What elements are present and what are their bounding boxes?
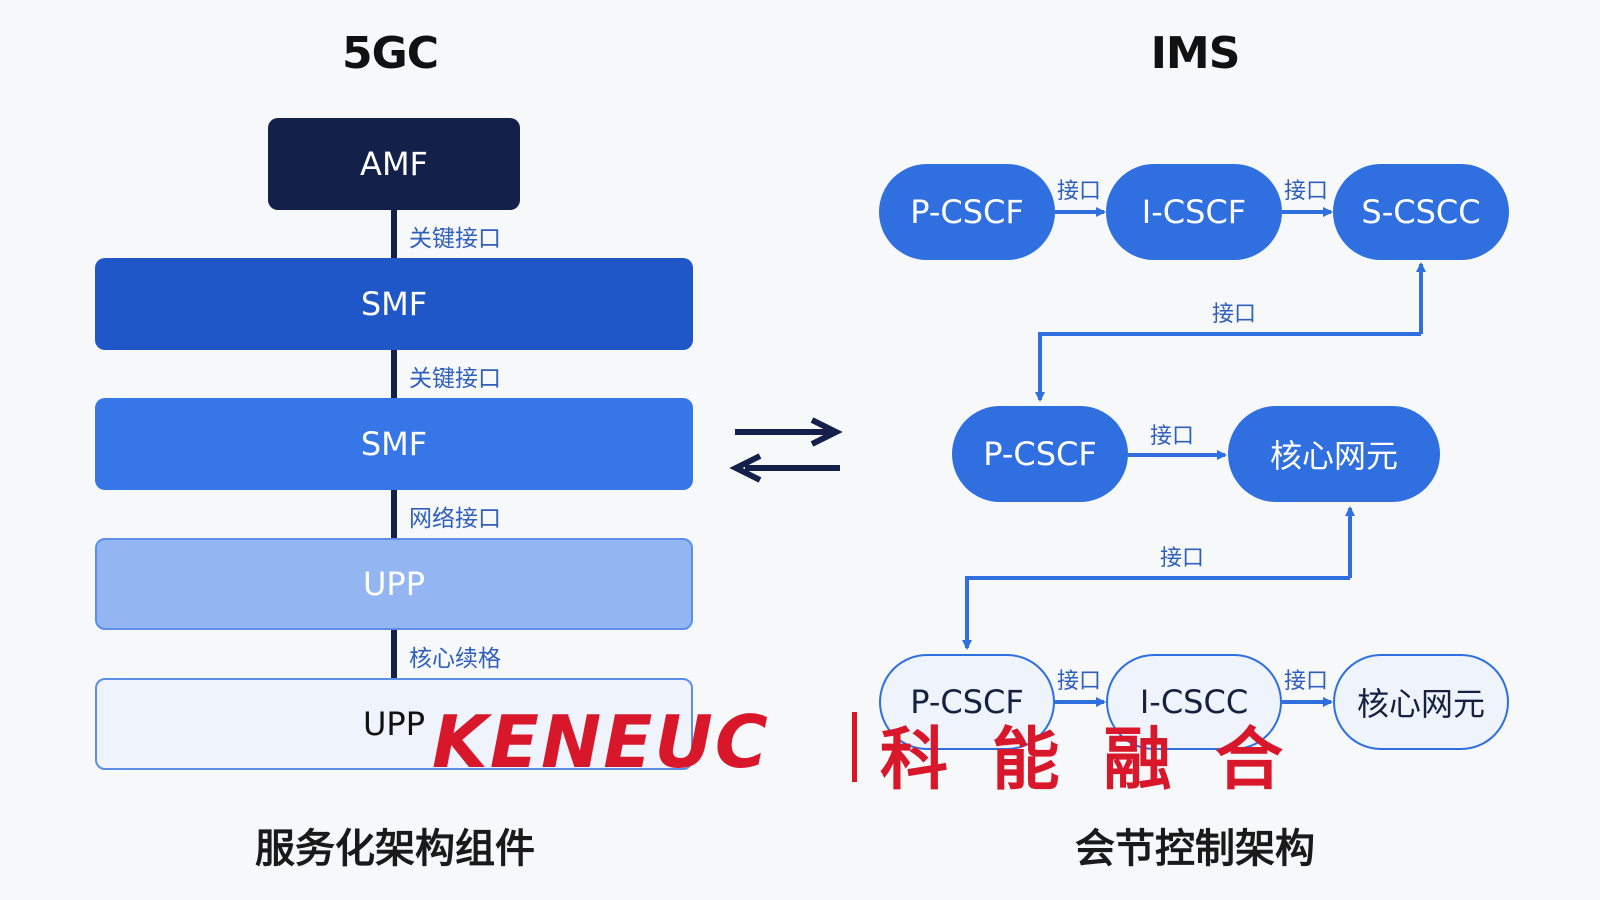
right-caption: 会节控制架构: [1075, 826, 1315, 872]
watermark-brand-logo: KENEUC: [432, 700, 770, 784]
upp-box-2: UPP: [95, 678, 693, 770]
ims-node-p-cscf-1: P-CSCF: [879, 164, 1055, 260]
link-label-key-interface: 关键接口: [409, 226, 501, 252]
interface-label: 接口: [1160, 546, 1205, 571]
left-title: 5GC: [341, 28, 439, 79]
left-caption: 服务化架构组件: [255, 826, 535, 872]
interface-label: 接口: [1057, 179, 1102, 204]
ims-node-core-1: 核心网元: [1228, 406, 1440, 502]
watermark-divider: [852, 712, 857, 782]
link-stem: [391, 630, 397, 678]
link-label-network-interface: 网络接口: [409, 506, 501, 532]
ims-node-core-2: 核心网元: [1333, 654, 1509, 750]
right-title: IMS: [1150, 28, 1241, 79]
interface-label: 接口: [1057, 669, 1102, 694]
link-stem: [391, 210, 397, 258]
interface-label: 接口: [1284, 669, 1329, 694]
upp-box-1: UPP: [95, 538, 693, 630]
link-label-core: 核心续格: [409, 646, 501, 672]
link-label-key-interface: 关键接口: [409, 366, 501, 392]
ims-node-i-cscf-1: I-CSCF: [1106, 164, 1282, 260]
smf-box-1: SMF: [95, 258, 693, 350]
amf-box: AMF: [268, 118, 520, 210]
watermark-cn-logo: 科 能 融 合: [880, 721, 1294, 800]
ims-node-p-cscf-3: P-CSCF: [879, 654, 1055, 750]
ims-node-i-cscc: I-CSCC: [1106, 654, 1282, 750]
interface-label: 接口: [1284, 179, 1329, 204]
link-stem: [391, 490, 397, 538]
ims-node-s-cscc: S-CSCC: [1333, 164, 1509, 260]
interface-label: 接口: [1212, 302, 1257, 327]
ims-node-p-cscf-2: P-CSCF: [952, 406, 1128, 502]
smf-box-2: SMF: [95, 398, 693, 490]
interface-label: 接口: [1150, 424, 1195, 449]
link-stem: [391, 350, 397, 398]
